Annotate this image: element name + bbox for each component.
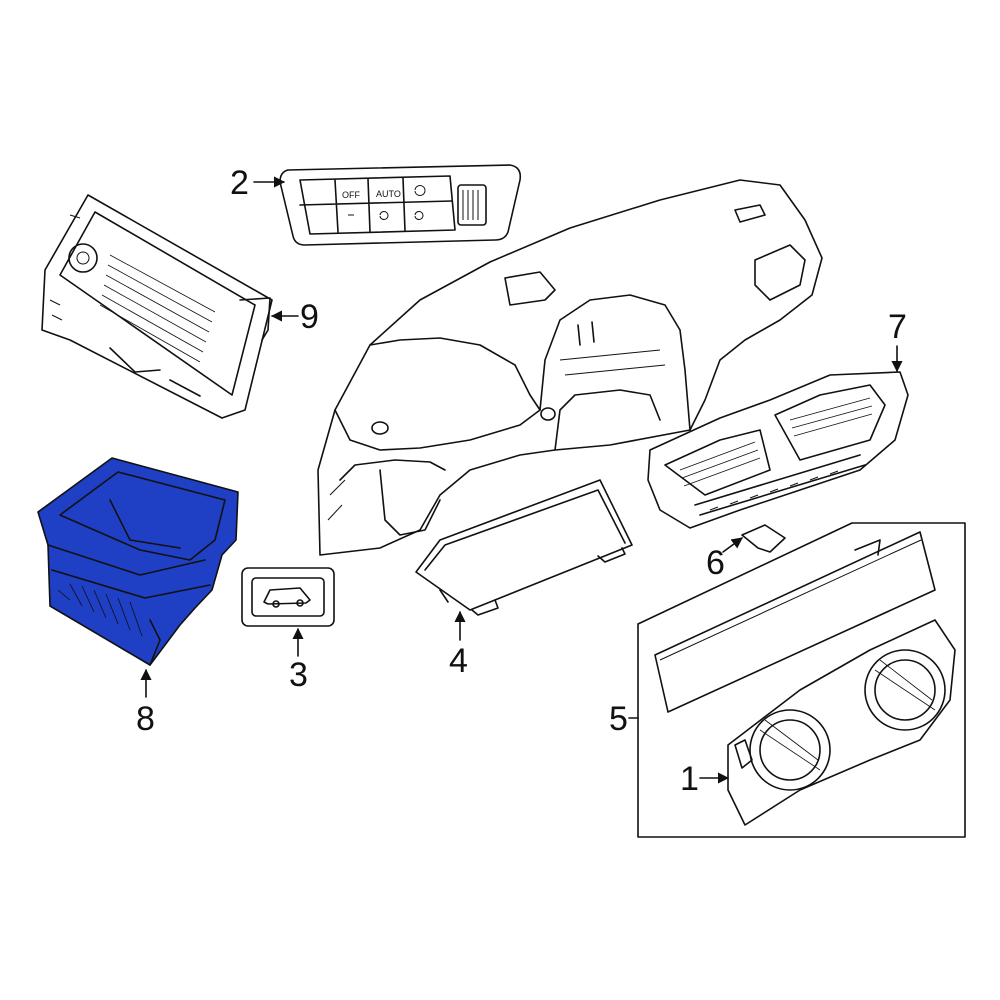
callout-label-8: 8 [136, 700, 155, 738]
callout-6: 6 [706, 537, 743, 582]
climate-control-vent-assembly [647, 371, 909, 529]
callout-label-7: 7 [888, 308, 907, 346]
small-clip-part [741, 524, 786, 553]
trunk-release-switch [241, 567, 335, 627]
callout-label-1: 1 [680, 760, 699, 798]
auto-button-label: AUTO [376, 189, 401, 199]
callout-5: 5 [609, 700, 639, 738]
dashboard-panel [317, 179, 823, 556]
callout-label-4: 4 [449, 642, 468, 680]
callout-label-3: 3 [289, 656, 308, 694]
cluster-cover-lens [654, 531, 936, 713]
central-display-screen [415, 479, 633, 616]
callout-label-2: 2 [230, 164, 249, 202]
light-switch-panel: OFF AUTO [279, 164, 522, 246]
callout-8: 8 [136, 668, 155, 738]
callout-2: 2 [230, 164, 286, 202]
callout-4: 4 [449, 610, 468, 680]
instrument-cluster [727, 619, 956, 826]
instrument-cluster-group [637, 522, 966, 838]
off-button-label: OFF [342, 190, 360, 200]
callout-label-6: 6 [706, 544, 725, 582]
control-unit-module [41, 194, 273, 419]
callout-9: 9 [270, 298, 319, 336]
callout-3: 3 [289, 627, 308, 694]
callout-label-5: 5 [609, 700, 628, 738]
callout-7: 7 [888, 308, 907, 373]
callout-1: 1 [680, 760, 730, 798]
callout-label-9: 9 [300, 298, 319, 336]
storage-tray-highlighted [37, 457, 239, 666]
